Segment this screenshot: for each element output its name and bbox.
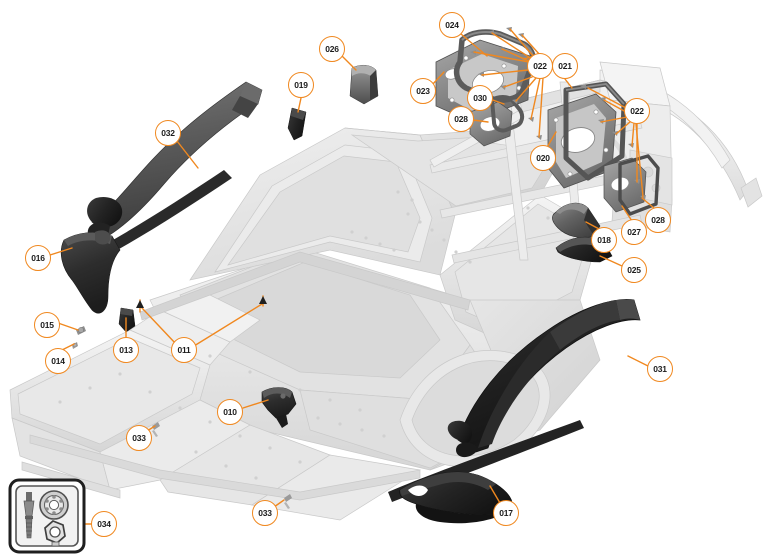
callout-020-label: 020 (536, 152, 550, 163)
callout-024-label: 024 (445, 19, 459, 30)
part-013-body-side-trim-clip (118, 307, 136, 333)
callout-026-label: 026 (325, 43, 339, 54)
fastener-014 (72, 342, 78, 349)
callout-017[interactable]: 017 (493, 500, 519, 526)
callout-032-label: 032 (161, 127, 175, 138)
callout-021[interactable]: 021 (552, 53, 578, 79)
callout-030[interactable]: 030 (467, 85, 493, 111)
callout-023-label: 023 (416, 85, 430, 96)
callout-027-label: 027 (627, 226, 641, 237)
callout-016[interactable]: 016 (25, 245, 51, 271)
callout-033-left[interactable]: 033 (126, 425, 152, 451)
callout-023[interactable]: 023 (410, 78, 436, 104)
hex-nut-icon (44, 520, 66, 547)
part-019-b-pillar-trim-wedge (287, 107, 307, 141)
callout-030-label: 030 (473, 92, 487, 103)
part-016-wheel-arch-liner-front-section (60, 230, 121, 314)
callout-018-label: 018 (597, 234, 611, 245)
callout-015-label: 015 (40, 319, 54, 330)
leader-lines (49, 28, 655, 525)
part-030-small-access-seal (490, 95, 525, 133)
part-028-bracket-plate-gasket (618, 154, 660, 216)
callout-034-label: 034 (97, 518, 111, 529)
callout-032[interactable]: 032 (155, 120, 181, 146)
fastener-hardware-kit-icon-box[interactable] (8, 478, 86, 554)
callout-034[interactable]: 034 (91, 511, 117, 537)
callout-021-label: 021 (558, 60, 572, 71)
callout-013[interactable]: 013 (113, 337, 139, 363)
part-026-roof-rail-trim-cap (349, 65, 379, 105)
callout-022-front[interactable]: 022 (527, 53, 553, 79)
callout-026[interactable]: 026 (319, 36, 345, 62)
callout-022-rear-label: 022 (630, 105, 644, 116)
fastener-033-left (152, 422, 160, 437)
callout-024[interactable]: 024 (439, 12, 465, 38)
stud-bolt-icon (23, 492, 35, 539)
leader-arrowheads (136, 296, 267, 308)
callout-031[interactable]: 031 (647, 356, 673, 382)
part-010-seat-belt-anchor-bracket (261, 387, 297, 428)
callout-027[interactable]: 027 (621, 219, 647, 245)
callout-025[interactable]: 025 (621, 257, 647, 283)
fastener-033-right (284, 494, 292, 509)
callout-019[interactable]: 019 (288, 72, 314, 98)
callout-033-left-label: 033 (132, 432, 146, 443)
callout-014-label: 014 (51, 355, 65, 366)
callout-028-lower[interactable]: 028 (645, 207, 671, 233)
flanged-washer-icon (39, 490, 69, 520)
callout-011-label: 011 (177, 344, 191, 355)
callout-028-upper-label: 028 (454, 113, 468, 124)
callout-016-label: 016 (31, 252, 45, 263)
callout-010-label: 010 (223, 406, 237, 417)
callout-013-label: 013 (119, 344, 133, 355)
callout-022-front-label: 022 (533, 60, 547, 71)
callout-010[interactable]: 010 (217, 399, 243, 425)
callout-025-label: 025 (627, 264, 641, 275)
callout-017-label: 017 (499, 507, 513, 518)
callout-031-label: 031 (653, 363, 667, 374)
callout-033-right[interactable]: 033 (252, 500, 278, 526)
ghost-vehicle-body (9, 61, 763, 521)
part-017-rear-diffuser-blade (399, 471, 513, 524)
callout-019-label: 019 (294, 79, 308, 90)
callout-014[interactable]: 014 (45, 348, 71, 374)
callout-015[interactable]: 015 (34, 312, 60, 338)
callout-028-upper[interactable]: 028 (448, 106, 474, 132)
callout-018[interactable]: 018 (591, 227, 617, 253)
callout-022-rear[interactable]: 022 (624, 98, 650, 124)
callout-033-right-label: 033 (258, 507, 272, 518)
part-021-rear-bulkhead-seal-frame (563, 81, 627, 181)
callout-028-lower-label: 028 (651, 214, 665, 225)
callout-011[interactable]: 011 (171, 337, 197, 363)
callout-020[interactable]: 020 (530, 145, 556, 171)
